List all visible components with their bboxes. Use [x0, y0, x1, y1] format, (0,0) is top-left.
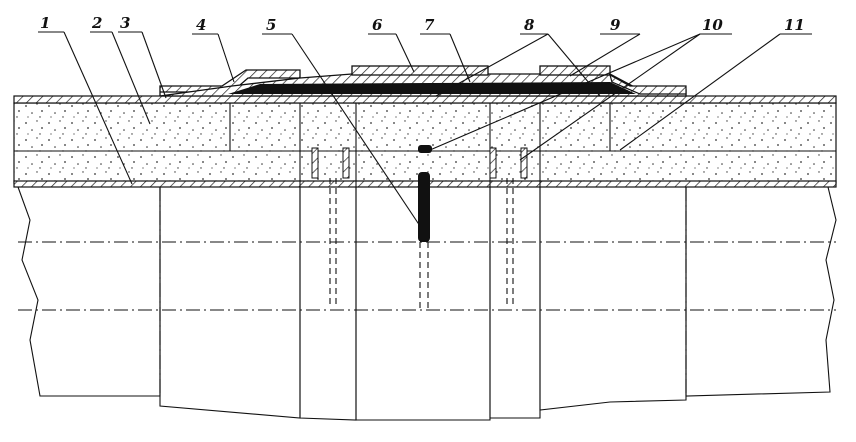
outer-coating-layer [13, 95, 837, 104]
callout-4: 4 [196, 16, 206, 34]
joint-sleeve [159, 65, 687, 97]
callout-9: 9 [610, 16, 621, 34]
pins [311, 147, 528, 305]
callout-5: 5 [266, 16, 276, 34]
callout-7: 7 [424, 16, 435, 34]
callout-10: 10 [702, 16, 723, 34]
callout-2: 2 [91, 14, 102, 32]
callout-11: 11 [784, 16, 805, 34]
callout-1: 1 [40, 14, 50, 32]
axis-lines [18, 187, 836, 396]
callout-6: 6 [372, 16, 383, 34]
pipe-segment-outlines [17, 103, 837, 421]
callout-8: 8 [524, 16, 535, 34]
pipe-wall [13, 102, 837, 184]
callout-3: 3 [120, 14, 130, 32]
callout-labels: 1 2 3 4 5 6 7 8 9 10 11 [40, 14, 805, 34]
leader-lines [38, 31, 812, 227]
central-rod [418, 145, 432, 310]
